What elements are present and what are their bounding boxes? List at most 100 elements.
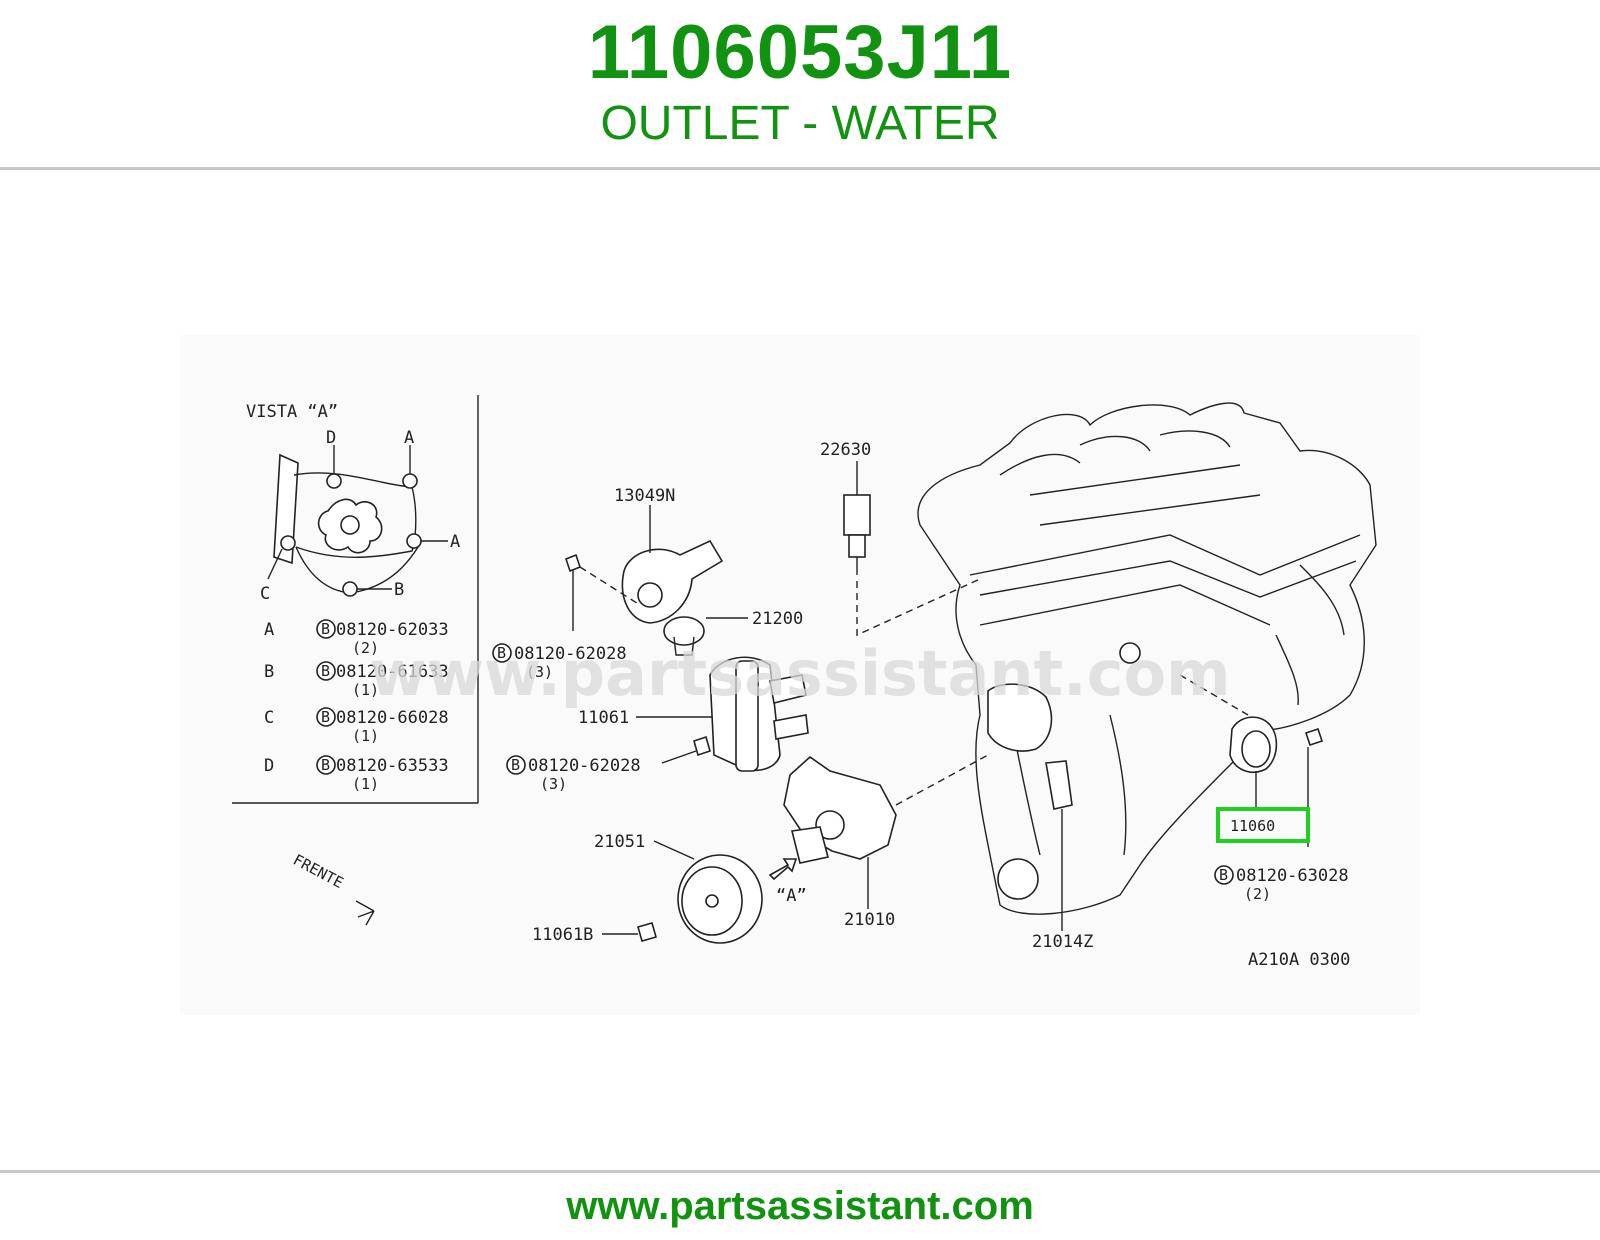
label-bolt2: 08120-62028 [528, 756, 641, 776]
inset-mark-c: C [260, 584, 270, 604]
label-22630: 22630 [820, 440, 871, 460]
sensor-thread [848, 534, 866, 558]
bolt-b-symbol-icon [316, 619, 336, 639]
parts-diagram: VISTA “A” D A A B C A [180, 335, 1420, 1015]
label-21051: 21051 [594, 832, 645, 852]
inset-legend-row-b: B B 08120-61633 (1) [264, 661, 449, 699]
part-21014z: 21014Z [1032, 809, 1093, 952]
crank-seal [997, 858, 1039, 900]
legend-part-number: 08120-62033 [336, 620, 449, 640]
inset-mark-b: B [394, 580, 404, 600]
leader-21051 [653, 840, 695, 860]
inset-legend-row-a: A B 08120-62033 (2) [264, 619, 449, 657]
water-outlet-port [1241, 730, 1271, 768]
outlet-flange [735, 660, 759, 772]
legend-part-number: 08120-66028 [336, 708, 449, 728]
inset-bolt-b [342, 581, 358, 597]
legend-part-number: 08120-63533 [336, 756, 449, 776]
bolt-b-symbol-letter: B [321, 662, 330, 680]
valve-cover-ribs [999, 430, 1231, 476]
inset-bolt-a2 [406, 533, 422, 549]
pulley-hub [705, 894, 719, 908]
bolt-b-symbol-icon [1214, 865, 1234, 885]
part-21200-thermostat: 21200 [663, 609, 803, 656]
inset-flange [273, 453, 299, 565]
pump-gasket [791, 826, 829, 864]
part-name-subtitle: OUTLET - WATER [600, 97, 1000, 150]
legend-letter: C [264, 708, 274, 728]
part-11061: 11061 [578, 656, 809, 772]
outlet-pipe-upper [769, 674, 807, 704]
legend-letter: A [264, 620, 274, 640]
highlight-box [1216, 807, 1310, 843]
footer-divider [0, 1170, 1600, 1173]
inset-center-hub [340, 515, 360, 535]
label-bolt1-qty: (3) [526, 663, 553, 681]
bolt-group-3: B 08120-63028 (2) [1214, 865, 1349, 903]
bolt-b-symbol-icon [316, 707, 336, 727]
timing-cover-tab [1045, 760, 1073, 810]
inset-legend-row-c: C B 08120-66028 (1) [264, 707, 449, 745]
inset-mark-d: D [326, 428, 336, 448]
legend-qty: (1) [352, 727, 379, 745]
outlet-pipe-lower [773, 714, 809, 740]
inset-bolt-d [326, 473, 342, 489]
legend-qty: (1) [352, 681, 379, 699]
outlet-port-on-head [1119, 642, 1141, 664]
part-11060-water-outlet: 11060 [1179, 674, 1324, 847]
legend-qty: (2) [352, 639, 379, 657]
label-11061b: 11061B [532, 925, 593, 945]
bolt-group-1: B 08120-62028 (3) [492, 553, 641, 681]
leader-bolt2 [661, 750, 697, 764]
inset-vista-a: VISTA “A” D A A B C A [232, 395, 479, 804]
legend-part-number: 08120-61633 [336, 662, 449, 682]
bolt-b-symbol-icon [492, 643, 512, 663]
view-a-arrow-icon [768, 858, 798, 881]
housing-port [637, 582, 663, 608]
inset-title: VISTA “A” [246, 402, 338, 422]
thermostat-spring [673, 636, 695, 656]
bolt-b-symbol-letter: B [321, 756, 330, 774]
legend-letter: D [264, 756, 274, 776]
bolt-group-2: B 08120-62028 (3) [506, 735, 711, 793]
page-header: 1106053J11 OUTLET - WATER [0, 0, 1600, 168]
part-22630-sensor: 22630 [820, 440, 981, 637]
block-pump-mount [987, 683, 1053, 752]
engine-outline [917, 402, 1377, 915]
valve-cover-lines [1029, 464, 1261, 526]
outlet-bolt-head [1304, 727, 1324, 747]
label-bolt1: 08120-62028 [514, 644, 627, 664]
label-13049n: 13049N [614, 486, 675, 506]
part-21051-pulley: 21051 [594, 832, 763, 944]
view-a-marker: “A” [768, 858, 807, 906]
cylinder-head-edge [969, 534, 1361, 576]
bolt-b-symbol-letter: B [321, 708, 330, 726]
dash-sensor-to-head [856, 578, 981, 637]
inset-mark-a1: A [404, 428, 414, 448]
bolt-b-symbol-letter: B [321, 620, 330, 638]
cylinder-head-edge-2 [979, 560, 1357, 598]
label-bolt3: 08120-63028 [1236, 866, 1349, 886]
sensor-body [843, 494, 871, 536]
bolt-b-symbol-letter: B [1219, 866, 1228, 884]
label-21014z: 21014Z [1032, 932, 1093, 952]
drawing-code: A210A 0300 [1248, 950, 1350, 970]
dash-pump-to-block [895, 754, 989, 806]
bolt-head [693, 735, 711, 757]
inset-legend-row-d: D B 08120-63533 (1) [264, 755, 449, 793]
bolt-b-symbol-icon [506, 755, 526, 775]
label-bolt2-qty: (3) [540, 775, 567, 793]
engine-block [917, 402, 1377, 915]
part-13049n: 13049N [614, 486, 724, 624]
bolt-head [637, 922, 657, 942]
front-arrow-icon [355, 900, 375, 926]
bolt-b-symbol-icon [316, 661, 336, 681]
watermark-text: www.partsassistant.com [369, 637, 1230, 710]
bolt-b-symbol-letter: B [497, 644, 506, 662]
footer-website-link[interactable]: www.partsassistant.com [566, 1184, 1034, 1228]
header-divider [0, 167, 1600, 170]
inset-housing-top [293, 472, 417, 558]
part-11061b-bolt: 11061B [532, 922, 657, 945]
legend-qty: (1) [352, 775, 379, 793]
inset-bolt-a1 [402, 473, 418, 489]
